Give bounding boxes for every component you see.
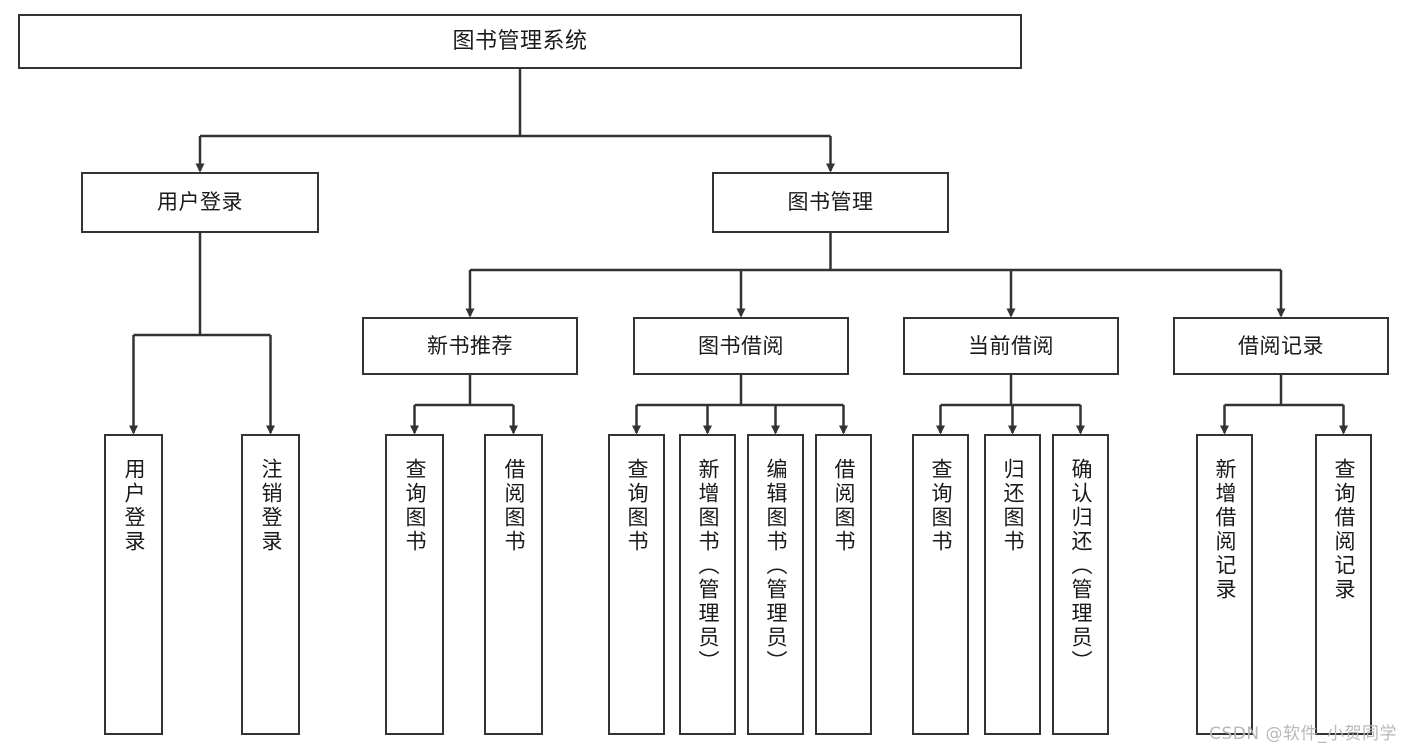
- node-current[interactable]: 当前借阅: [903, 317, 1119, 375]
- node-nb-query[interactable]: 查询图书: [385, 434, 444, 735]
- node-logout[interactable]: 注销登录: [241, 434, 300, 735]
- node-cb-confirm[interactable]: 确认归还（管理员）: [1052, 434, 1109, 735]
- node-label-bl-query: 查询图书: [625, 458, 649, 554]
- node-bl-add[interactable]: 新增图书（管理员）: [679, 434, 736, 735]
- node-nb-borrow[interactable]: 借阅图书: [484, 434, 543, 735]
- node-cb-return[interactable]: 归还图书: [984, 434, 1041, 735]
- node-label-newbook: 新书推荐: [427, 333, 513, 358]
- node-records[interactable]: 借阅记录: [1173, 317, 1389, 375]
- node-label-bl-edit: 编辑图书（管理员）: [764, 458, 788, 674]
- edges: [129, 69, 1348, 435]
- node-label-records: 借阅记录: [1238, 333, 1324, 358]
- node-label-bl-add: 新增图书（管理员）: [696, 458, 720, 674]
- node-label-bookmgmt: 图书管理: [787, 190, 874, 215]
- node-userlogin[interactable]: 用户登录: [104, 434, 163, 735]
- node-bl-borrow[interactable]: 借阅图书: [815, 434, 872, 735]
- node-label-cb-confirm: 确认归还（管理员）: [1069, 458, 1093, 674]
- node-label-nb-query: 查询图书: [403, 458, 427, 554]
- node-label-login: 用户登录: [157, 190, 243, 215]
- node-label-current: 当前借阅: [968, 333, 1054, 358]
- node-login[interactable]: 用户登录: [81, 172, 319, 233]
- node-root[interactable]: 图书管理系统: [18, 14, 1022, 69]
- node-bl-edit[interactable]: 编辑图书（管理员）: [747, 434, 804, 735]
- node-bl-query[interactable]: 查询图书: [608, 434, 665, 735]
- node-label-rc-query: 查询借阅记录: [1332, 458, 1356, 602]
- node-borrow[interactable]: 图书借阅: [633, 317, 849, 375]
- node-label-borrow: 图书借阅: [698, 333, 784, 358]
- node-label-userlogin: 用户登录: [122, 458, 146, 554]
- node-bookmgmt[interactable]: 图书管理: [712, 172, 949, 233]
- node-label-root: 图书管理系统: [452, 28, 588, 54]
- node-label-logout: 注销登录: [259, 458, 283, 554]
- node-label-bl-borrow: 借阅图书: [832, 458, 856, 554]
- node-rc-query[interactable]: 查询借阅记录: [1315, 434, 1372, 735]
- node-label-cb-query: 查询图书: [929, 458, 953, 554]
- node-cb-query[interactable]: 查询图书: [912, 434, 969, 735]
- node-label-cb-return: 归还图书: [1001, 458, 1025, 554]
- watermark: CSDN @软件_小贺同学: [1209, 724, 1397, 744]
- node-rc-add[interactable]: 新增借阅记录: [1196, 434, 1253, 735]
- node-label-nb-borrow: 借阅图书: [502, 458, 526, 554]
- node-label-rc-add: 新增借阅记录: [1213, 458, 1237, 602]
- node-newbook[interactable]: 新书推荐: [362, 317, 578, 375]
